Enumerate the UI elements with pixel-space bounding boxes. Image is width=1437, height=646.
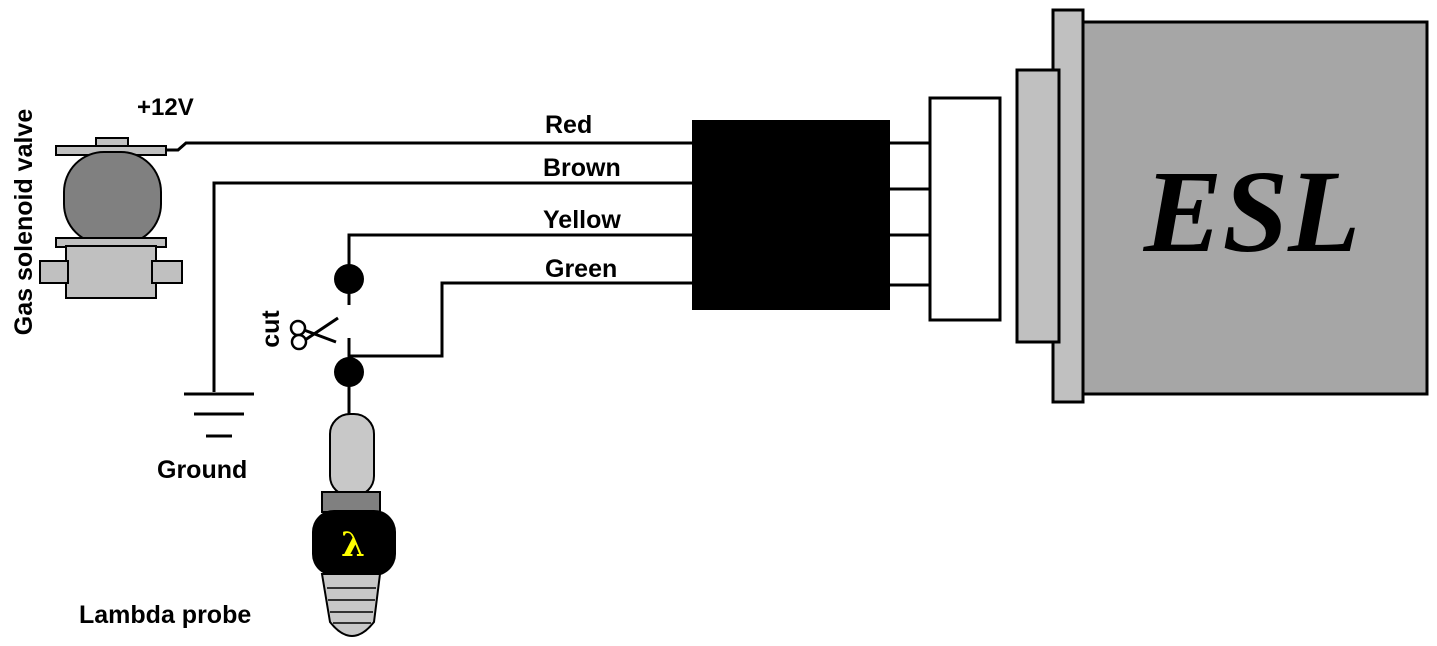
probe-tip (329, 413, 375, 497)
wire-label-yellow: Yellow (543, 206, 621, 234)
wire-label-brown: Brown (543, 154, 621, 182)
cut-node-lower (334, 357, 364, 387)
gas-solenoid-valve (39, 137, 183, 299)
probe-hex-nut (312, 510, 396, 576)
valve-coil (63, 151, 162, 245)
probe-label: Lambda probe (79, 601, 251, 629)
ground-symbol (184, 392, 254, 438)
probe-thread (320, 573, 382, 637)
cut-label: cut (257, 310, 285, 348)
esl-unit (1015, 8, 1429, 404)
wire-yellow (347, 233, 692, 276)
valve-port-left (39, 260, 69, 284)
scissors-icon (289, 316, 339, 351)
wire-green (349, 281, 692, 358)
esl-socket (1015, 68, 1061, 344)
valve-body (65, 245, 157, 299)
wire-brown (212, 181, 692, 392)
connector-plug (928, 96, 1002, 322)
supply-label: +12V (137, 94, 194, 121)
probe-band (321, 491, 381, 513)
lambda-icon: λ (341, 525, 365, 565)
esl-body (1073, 20, 1429, 396)
esl-logo: ESL (1143, 146, 1360, 277)
cut-node-upper (334, 264, 364, 294)
wire-red (166, 141, 692, 152)
valve-label: Gas solenoid valve (10, 109, 38, 336)
adapter-block (692, 120, 890, 310)
wire-label-red: Red (545, 111, 592, 139)
lambda-probe (312, 413, 396, 637)
wire-label-green: Green (545, 255, 617, 283)
ground-label: Ground (157, 456, 247, 484)
valve-port-right (151, 260, 183, 284)
